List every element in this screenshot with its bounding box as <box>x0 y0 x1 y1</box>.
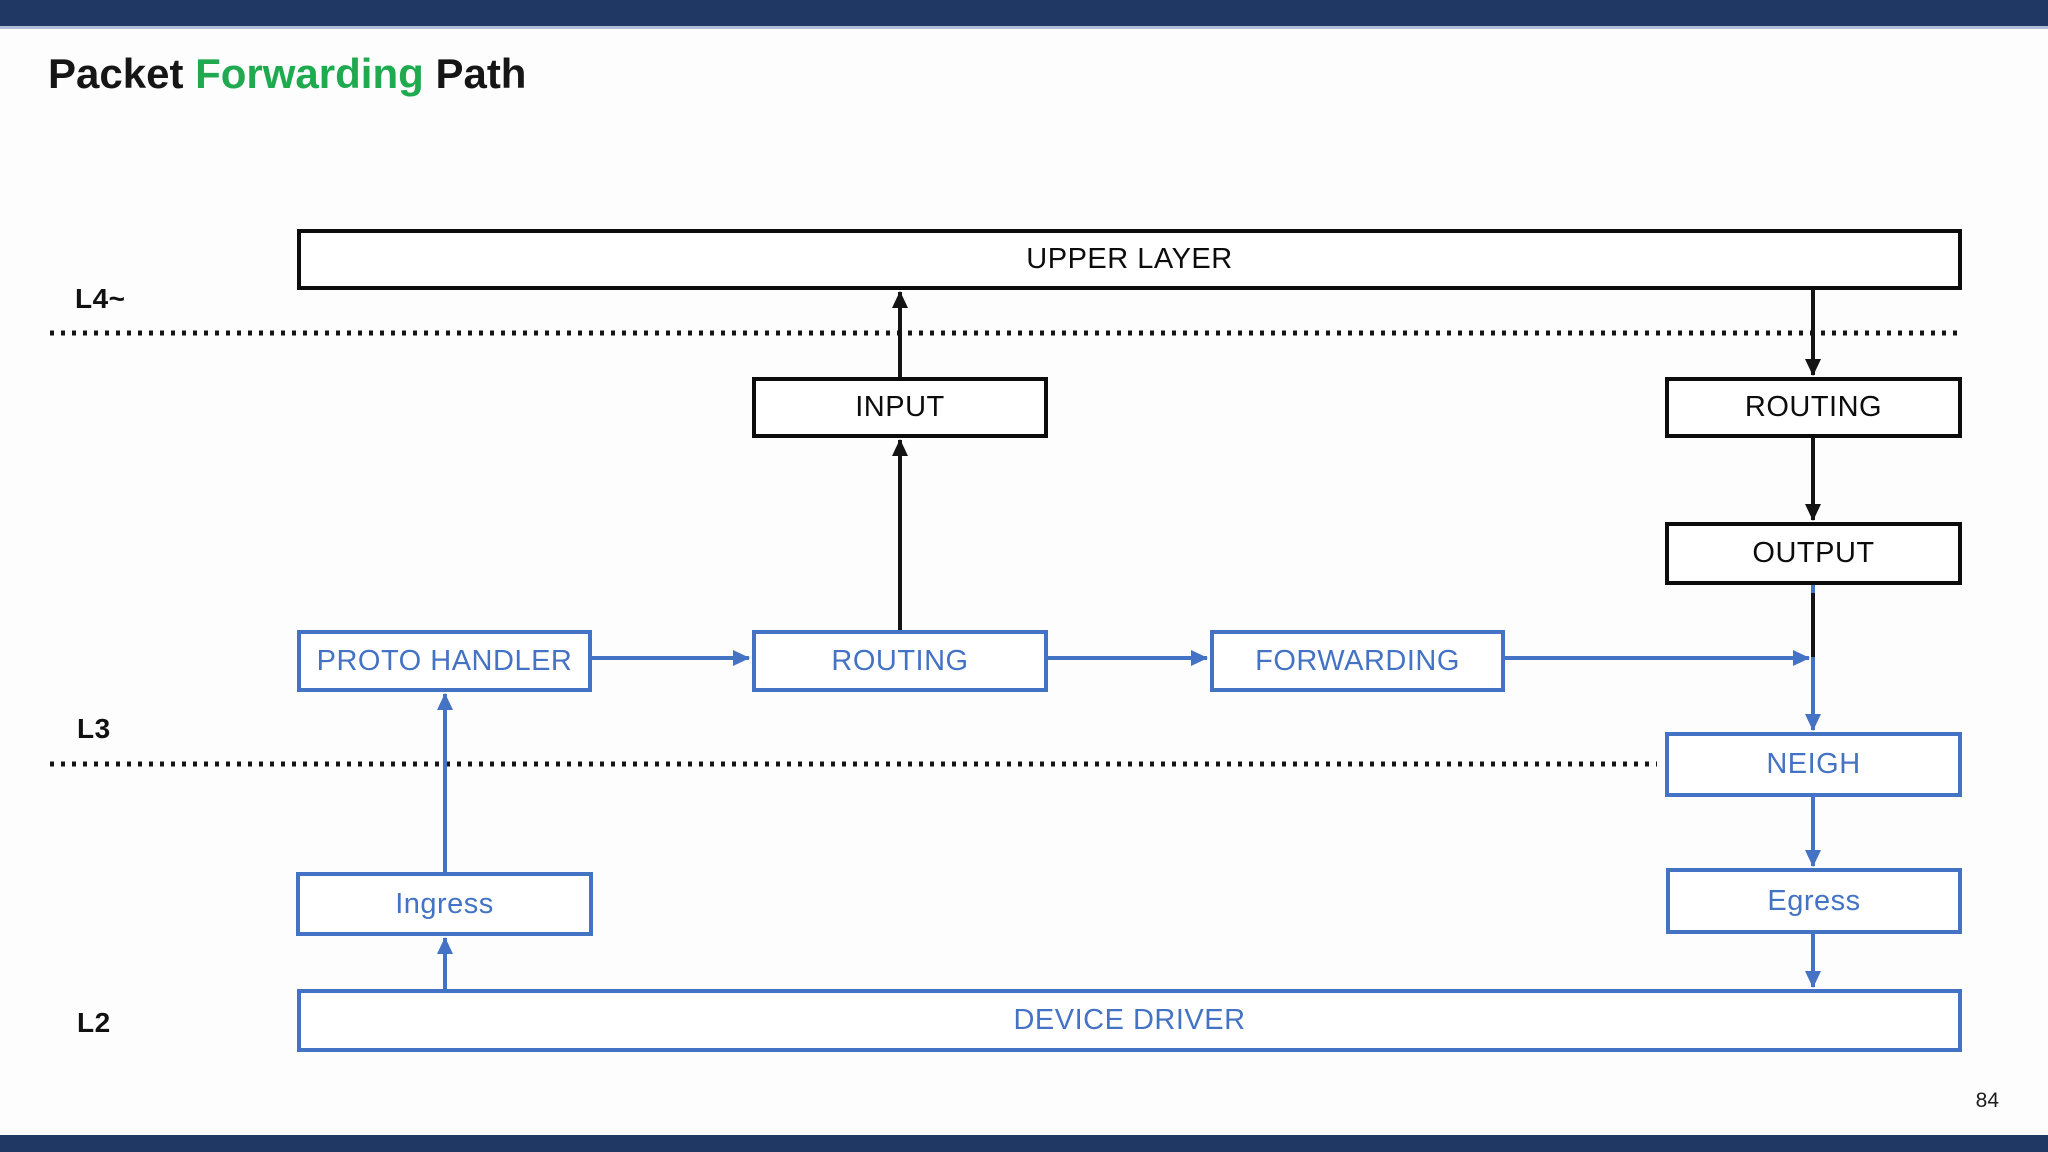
node-output: OUTPUT <box>1665 522 1962 585</box>
top-bar-accent-line <box>0 26 2048 29</box>
page-number: 84 <box>1975 1089 1999 1112</box>
layer-label-l4: L4~ <box>75 283 126 314</box>
title-prefix: Packet <box>48 50 196 97</box>
node-routing-l4: ROUTING <box>1665 377 1962 438</box>
node-device-driver: DEVICE DRIVER <box>297 989 1962 1052</box>
node-neigh: NEIGH <box>1665 732 1962 797</box>
node-proto-handler: PROTO HANDLER <box>297 630 592 692</box>
layer-label-l3: L3 <box>77 713 111 744</box>
title-suffix: Path <box>423 50 527 97</box>
layer-label-l2: L2 <box>77 1007 111 1038</box>
node-egress: Egress <box>1666 868 1962 934</box>
node-ingress: Ingress <box>296 872 593 936</box>
node-forwarding: FORWARDING <box>1210 630 1505 692</box>
page-title: Packet Forwarding Path <box>48 50 526 98</box>
node-upper-layer: UPPER LAYER <box>297 229 1962 290</box>
node-routing-l3: ROUTING <box>752 630 1048 692</box>
title-highlight: Forwarding <box>195 50 424 97</box>
bottom-navy-bar <box>0 1135 2048 1152</box>
node-input: INPUT <box>752 377 1048 438</box>
top-navy-bar <box>0 0 2048 26</box>
